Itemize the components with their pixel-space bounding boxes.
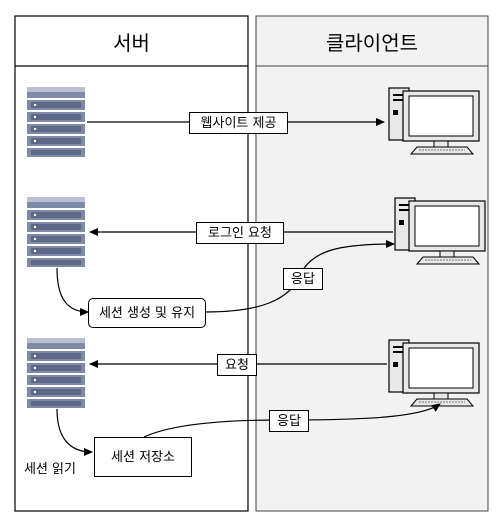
session-store-box: 세션 저장소 [94, 437, 192, 477]
session-create-box: 세션 생성 및 유지 [88, 298, 206, 328]
server-icon [27, 87, 85, 157]
label-response-2: 응답 [269, 410, 309, 432]
arrow-to-session-store [56, 408, 93, 456]
label-website-serve: 웹사이트 제공 [189, 112, 288, 134]
label-login-request: 로그인 요청 [196, 222, 284, 244]
session-read-label: 세션 읽기 [24, 462, 76, 477]
label-response-1: 응답 [283, 268, 323, 290]
label-request: 요청 [217, 354, 257, 376]
arrow-to-session-create [56, 267, 89, 316]
server-icon [27, 338, 85, 408]
client-lane-title: 클라이언트 [326, 30, 418, 55]
server-icon [27, 197, 85, 267]
server-lane-title: 서버 [113, 30, 150, 55]
